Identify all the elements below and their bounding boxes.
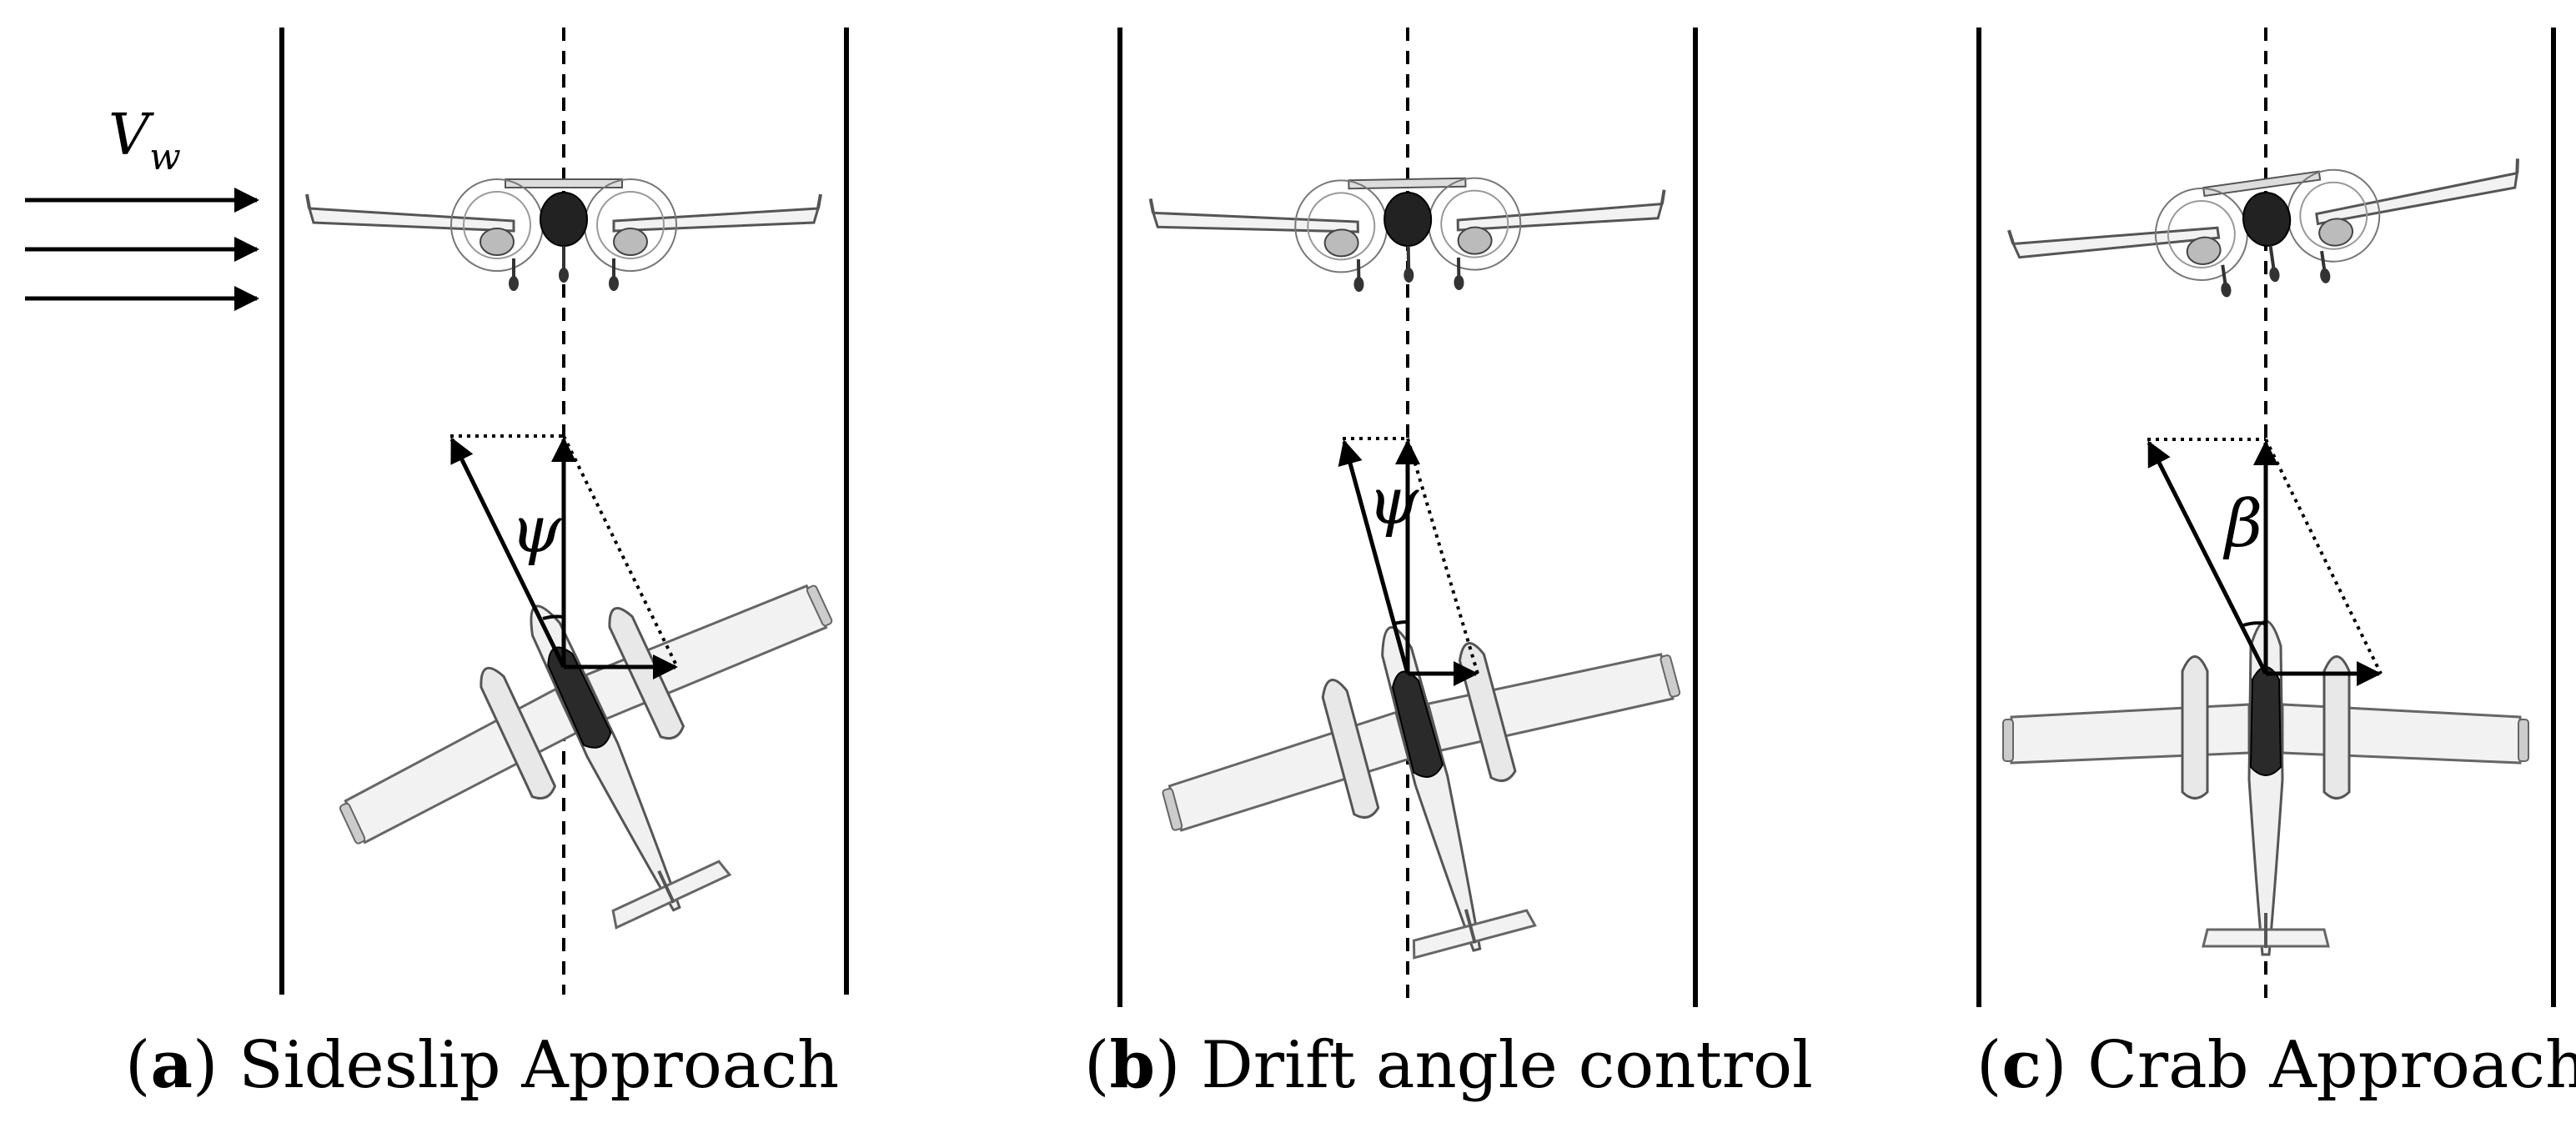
panel-drift-angle-control: ψ xyxy=(1117,28,1733,1020)
angle-label: ψ xyxy=(1368,464,1419,539)
heading-vector xyxy=(2147,440,2268,675)
aircraft-front-view xyxy=(2005,142,2533,328)
angle-label: β xyxy=(2222,487,2262,562)
wind-velocity-label: Vw xyxy=(108,103,181,178)
heading-vector xyxy=(1338,439,1410,674)
heading-vector xyxy=(449,437,566,669)
caption-sideslip-approach: (a) Sideslip Approach xyxy=(125,1027,840,1103)
aircraft-top-view xyxy=(1135,558,1733,1020)
panel-sideslip-approach: ψ xyxy=(279,28,916,1022)
vector-construction-line xyxy=(562,435,679,668)
aircraft-front-view xyxy=(1148,173,1668,298)
panel-crab-approach: β xyxy=(1976,28,2556,1007)
angle-label: ψ xyxy=(510,493,562,568)
angle-arc xyxy=(1393,619,1409,625)
vector-construction-line xyxy=(2264,439,2383,674)
wind-indicator: Vw xyxy=(25,103,259,311)
aircraft-top-view xyxy=(295,494,916,1022)
caption-drift-angle-control: (b) Drift angle control xyxy=(1084,1027,1813,1103)
aircraft-front-view xyxy=(305,178,822,293)
angle-arc xyxy=(2242,621,2267,627)
angle-arc xyxy=(542,614,565,620)
caption-crab-approach: (c) Crab Approach xyxy=(1976,1027,2576,1103)
